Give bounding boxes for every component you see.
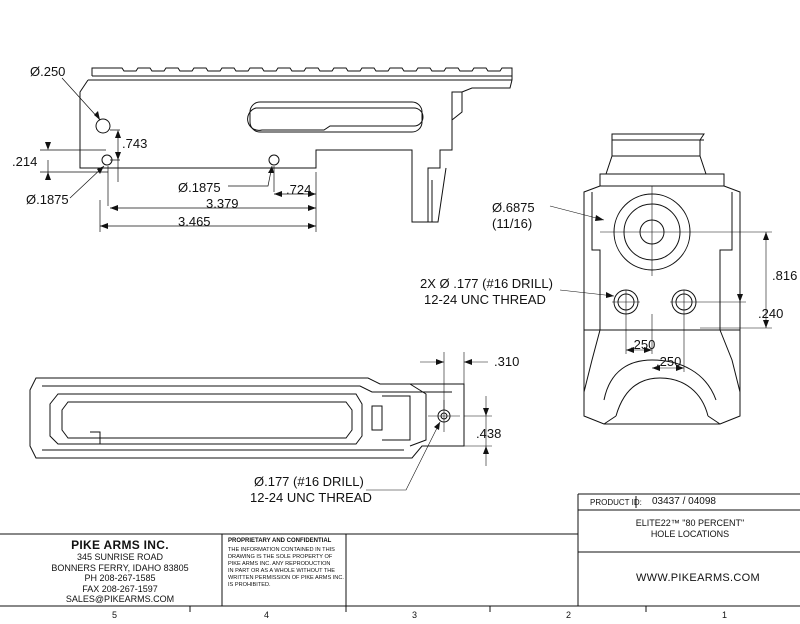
company-block: PIKE ARMS INC. 345 SUNRISE ROAD BONNERS … (20, 538, 220, 605)
proprietary-line: IS PROHIBITED. (228, 582, 271, 588)
zone-label: 2 (566, 610, 572, 620)
proprietary-line: IN PART OR AS A WHOLE WITHOUT THE (228, 568, 336, 574)
dim-spacing-b: .250 (656, 354, 682, 369)
takedown-hole (95, 118, 111, 134)
dim-offset-y: .438 (476, 426, 502, 441)
dim-height-b: .240 (758, 306, 784, 321)
dim-offset-x: .310 (494, 354, 520, 369)
note-hole-line-2: 12-24 UNC THREAD (250, 490, 372, 505)
side-view (40, 67, 513, 232)
proprietary-line: WRITTEN PERMISSION OF PIKE ARMS INC. (228, 575, 344, 581)
note-holes-line-2: 12-24 UNC THREAD (424, 292, 546, 307)
dim-tail-gap: .724 (286, 182, 312, 197)
zone-label: 5 (112, 610, 118, 620)
proprietary-line: PIKE ARMS INC. ANY REPRODUCTION (228, 561, 331, 567)
dim-length-mid: 3.379 (206, 196, 239, 211)
end-view (549, 133, 772, 425)
dim-bore-fraction: (11/16) (492, 216, 533, 231)
proprietary-heading: PROPRIETARY AND CONFIDENTIAL (228, 538, 332, 544)
ejection-port (249, 101, 423, 133)
fax-line: FAX 208-267-1597 (82, 583, 158, 594)
proprietary-notice: PROPRIETARY AND CONFIDENTIAL THE INFORMA… (228, 538, 346, 589)
zone-label: 3 (412, 610, 418, 620)
dim-small-offset: .214 (12, 154, 38, 169)
dim-hole-height: .743 (122, 136, 148, 151)
receiver-outline (79, 79, 513, 223)
bottom-view-outline (29, 377, 465, 459)
proprietary-line: THE INFORMATION CONTAINED IN THIS (228, 547, 335, 553)
dim-small-hole: Ø.1875 (26, 192, 69, 207)
dim-length-total: 3.465 (178, 214, 211, 229)
dim-hole-diameter: Ø.250 (30, 64, 66, 79)
email-line: SALES@PIKEARMS.COM (65, 594, 175, 604)
bottom-view (29, 352, 492, 491)
dim-spacing-a: .250 (630, 337, 656, 352)
phone-line: PH 208-267-1585 (84, 573, 156, 583)
note-holes-line-1: 2X Ø .177 (#16 DRILL) (420, 276, 553, 291)
title-line-1: ELITE22™ "80 PERCENT" (635, 518, 745, 528)
note-hole-line-1: Ø.177 (#16 DRILL) (254, 474, 364, 489)
dim-height-a: .816 (772, 268, 798, 283)
title-block (0, 493, 800, 612)
address-line: 345 SUNRISE ROAD (76, 552, 164, 562)
address-line: BONNERS FERRY, IDAHO 83805 (51, 562, 189, 573)
drawing-title: ELITE22™ "80 PERCENT" HOLE LOCATIONS (580, 518, 800, 540)
dim-bore-diameter: Ø.6875 (492, 200, 535, 215)
dim-mid-hole: Ø.1875 (178, 180, 221, 195)
end-view-outline (583, 133, 741, 425)
product-id: 03437 / 04098 (652, 496, 716, 507)
product-id-label: PRODUCT ID: (590, 498, 642, 507)
small-hole-rear (268, 154, 280, 166)
zone-label: 1 (722, 610, 728, 620)
rail-profile (91, 67, 513, 80)
zone-label: 4 (264, 610, 270, 620)
website: WWW.PIKEARMS.COM (636, 572, 760, 584)
company-name: PIKE ARMS INC. (71, 538, 169, 552)
proprietary-line: DRAWING IS THE SOLE PROPERTY OF (228, 554, 333, 560)
title-line-2: HOLE LOCATIONS (650, 529, 730, 539)
